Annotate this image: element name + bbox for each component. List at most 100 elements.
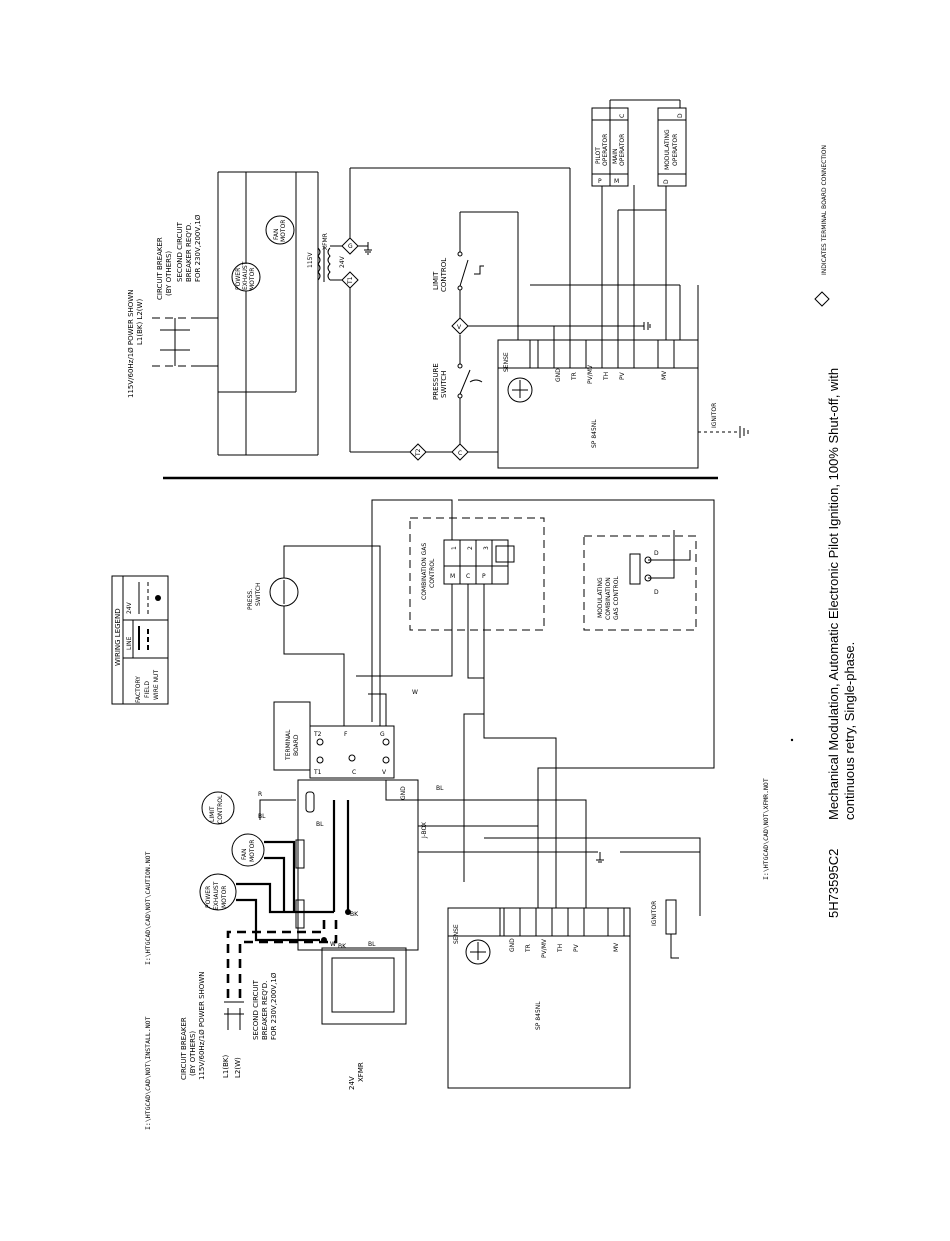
- svg-text:G: G: [380, 731, 385, 738]
- wiring-transformer: [321, 947, 407, 1025]
- svg-text:SP 845NL: SP 845NL: [535, 1001, 542, 1030]
- svg-text:PRESSURE: PRESSURE: [432, 363, 440, 400]
- wiring-diagram: CIRCUIT BREAKER (BY OTHERS) 115V/60Hz/1Ø…: [180, 499, 715, 1090]
- svg-text:MOTOR: MOTOR: [221, 886, 228, 908]
- svg-text:L2(W): L2(W): [234, 1057, 242, 1078]
- svg-text:SENSE: SENSE: [453, 924, 460, 944]
- svg-text:PV: PV: [619, 371, 626, 380]
- wiring-control-module: [447, 907, 631, 1089]
- svg-text:MOTOR: MOTOR: [249, 840, 256, 862]
- svg-text:C: C: [352, 769, 356, 776]
- caption: Mechanical Modulation, Automatic Electro…: [826, 368, 857, 820]
- svg-text:SENSE: SENSE: [503, 352, 510, 372]
- wiring-terminal-strip: GND TR PV/MV TH PV MV: [503, 907, 625, 958]
- terminal-note: INDICATES TERMINAL BOARD CONNECTION: [814, 145, 830, 307]
- svg-text:MODULATING: MODULATING: [597, 577, 604, 618]
- svg-text:XFMR: XFMR: [357, 1062, 365, 1082]
- svg-text:D: D: [677, 113, 684, 118]
- ladder-terminal-t2: [409, 443, 427, 461]
- wiring-breaker-icon: [224, 1001, 244, 1030]
- legend-row-factory: FACTORY: [135, 676, 142, 703]
- svg-text:F: F: [344, 731, 348, 738]
- svg-text:TR: TR: [571, 372, 578, 381]
- svg-text:PV/MV: PV/MV: [541, 938, 548, 958]
- file-ref-xfmr: I:\HTGCAD\CAD\NOT\XFMR.NOT: [762, 778, 770, 880]
- svg-text:PRESS.: PRESS.: [247, 589, 254, 610]
- svg-text:PILOT: PILOT: [595, 147, 602, 164]
- svg-text:GND: GND: [400, 786, 407, 800]
- ladder-power-label: 115V/60Hz/1Ø POWER SHOWN: [127, 290, 135, 398]
- svg-text:LIMIT: LIMIT: [209, 806, 216, 822]
- svg-text:FOR 230V,200V,1Ø: FOR 230V,200V,1Ø: [270, 972, 278, 1040]
- svg-text:SECOND CIRCUIT: SECOND CIRCUIT: [176, 221, 184, 282]
- svg-text:V: V: [457, 324, 462, 331]
- svg-text:LIMIT: LIMIT: [432, 271, 440, 290]
- terminal-note-text: INDICATES TERMINAL BOARD CONNECTION: [821, 145, 828, 275]
- svg-text:115V/60Hz/1Ø POWER SHOWN: 115V/60Hz/1Ø POWER SHOWN: [198, 972, 206, 1080]
- svg-text:BREAKER REQ'D.: BREAKER REQ'D.: [261, 981, 269, 1040]
- svg-text:EXHAUST: EXHAUST: [242, 261, 249, 290]
- svg-text:T1: T1: [347, 276, 354, 285]
- svg-text:MOTOR: MOTOR: [280, 220, 287, 242]
- wiring-ground-icon: [596, 852, 604, 863]
- wiring-fan-motor: [231, 833, 265, 867]
- svg-text:CIRCUIT BREAKER: CIRCUIT BREAKER: [156, 237, 164, 300]
- file-ref-install: I:\HTGCAD\CAD\NOT\INSTALL.NOT: [144, 1016, 152, 1130]
- svg-text:MOTOR: MOTOR: [249, 268, 256, 290]
- svg-text:XFMR: XFMR: [322, 233, 329, 250]
- wiring-ignitor-icon: [665, 899, 677, 935]
- svg-text:D: D: [663, 179, 670, 184]
- svg-text:MV: MV: [613, 942, 620, 952]
- svg-text:CONTROL: CONTROL: [440, 258, 448, 292]
- svg-text:POWER: POWER: [205, 886, 212, 908]
- caption-line-1: Mechanical Modulation, Automatic Electro…: [826, 368, 841, 820]
- svg-text:GND: GND: [509, 938, 516, 952]
- svg-text:R: R: [258, 791, 262, 798]
- svg-text:W: W: [330, 941, 336, 948]
- ladder-limit-control-icon: [474, 265, 484, 275]
- legend-title: WIRING LEGEND: [114, 608, 122, 666]
- svg-text:BL: BL: [368, 941, 376, 948]
- drawing-number: 5H73595C2: [826, 849, 841, 918]
- svg-text:BK: BK: [338, 943, 347, 950]
- svg-text:C: C: [619, 114, 626, 118]
- wiring-legend: WIRING LEGEND LINE 24V FACTORY FIELD WIR…: [111, 575, 169, 705]
- svg-text:PV: PV: [573, 943, 580, 952]
- svg-text:W: W: [412, 689, 418, 696]
- svg-text:(BY OTHERS): (BY OTHERS): [165, 251, 173, 296]
- svg-text:T2: T2: [313, 731, 322, 738]
- wiring-limit-control: [201, 791, 235, 825]
- svg-text:G: G: [348, 243, 353, 250]
- svg-text:115V: 115V: [307, 252, 314, 268]
- ladder-ground-icon-2: [643, 322, 651, 330]
- terminal-diamond-icon: [814, 291, 830, 307]
- svg-text:IGNITOR: IGNITOR: [651, 901, 658, 926]
- svg-text:TH: TH: [557, 944, 564, 953]
- svg-text:P: P: [598, 178, 602, 185]
- svg-text:GAS CONTROL: GAS CONTROL: [613, 576, 620, 620]
- svg-text:24V: 24V: [348, 1076, 356, 1090]
- svg-text:MV: MV: [661, 370, 668, 380]
- wiring-modulating-gas-control: [583, 535, 697, 631]
- svg-text:IGNITOR: IGNITOR: [711, 403, 718, 428]
- ladder-ignitor-ground-icon: [739, 426, 749, 438]
- svg-text:POWER: POWER: [235, 268, 242, 290]
- svg-text:D: D: [654, 550, 659, 557]
- svg-text:TR: TR: [525, 944, 532, 953]
- ladder-diagram: 115V/60Hz/1Ø POWER SHOWN L1(BK) L2(W) CI…: [127, 99, 749, 469]
- svg-text:SWITCH: SWITCH: [440, 371, 448, 398]
- svg-text:T1: T1: [313, 769, 322, 776]
- legend-row-field: FIELD: [144, 681, 151, 698]
- svg-text:P: P: [482, 573, 486, 580]
- wiring-jbox: [297, 779, 419, 951]
- svg-text:OPERATOR: OPERATOR: [602, 134, 609, 166]
- svg-text:BOARD: BOARD: [293, 734, 300, 756]
- svg-text:V: V: [382, 769, 387, 776]
- svg-text:FOR 230V,200V,1Ø: FOR 230V,200V,1Ø: [194, 214, 202, 282]
- ladder-control-module: [497, 339, 699, 469]
- svg-text:SWITCH: SWITCH: [255, 582, 262, 606]
- ladder-terminal-c: [451, 443, 469, 461]
- dot-mark: [790, 738, 794, 742]
- svg-text:FAN: FAN: [273, 229, 280, 241]
